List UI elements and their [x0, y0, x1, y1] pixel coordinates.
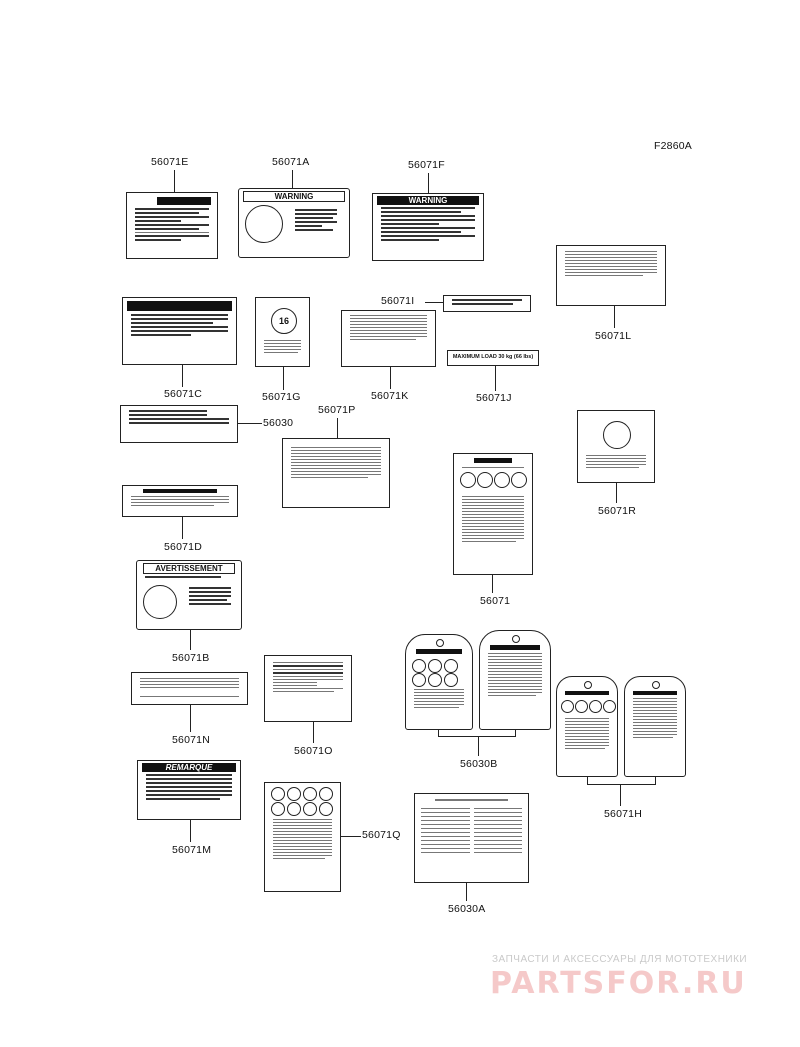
remarque-title: REMARQUE — [142, 763, 236, 772]
leader-line — [438, 730, 439, 736]
part-number-56071D[interactable]: 56071D — [164, 541, 202, 553]
decal-56071R[interactable] — [577, 410, 655, 483]
leader-line — [466, 883, 467, 901]
part-number-56030[interactable]: 56030 — [263, 417, 294, 429]
part-number-56030B[interactable]: 56030B — [460, 758, 498, 770]
leader-line — [283, 367, 284, 390]
decal-56030B-tag-english[interactable] — [479, 630, 551, 730]
leader-line — [182, 517, 183, 539]
leader-line — [438, 736, 516, 737]
leader-line — [292, 170, 293, 188]
decal-56071L[interactable] — [556, 245, 666, 306]
speed-limit-icon: 16 — [271, 308, 297, 334]
no-passenger-icon — [245, 205, 283, 243]
part-number-56071P[interactable]: 56071P — [318, 404, 356, 416]
leader-line — [492, 575, 493, 593]
decal-56071A[interactable]: WARNING — [238, 188, 350, 258]
decal-56071[interactable] — [453, 453, 533, 575]
part-number-56071L[interactable]: 56071L — [595, 330, 632, 342]
leader-line — [190, 705, 191, 732]
leader-line — [428, 173, 429, 193]
avertissement-title: AVERTISSEMENT — [143, 563, 235, 574]
leader-line — [587, 777, 588, 784]
decal-56071Q[interactable] — [264, 782, 341, 892]
leader-line — [182, 365, 183, 387]
leader-line — [587, 784, 656, 785]
watermark-subtitle: ЗАПЧАСТИ И АКСЕССУАРЫ ДЛЯ МОТОТЕХНИКИ — [492, 954, 748, 965]
decal-56071P[interactable] — [282, 438, 390, 508]
part-number-56071O[interactable]: 56071O — [294, 745, 333, 757]
part-number-56071B[interactable]: 56071B — [172, 652, 210, 664]
part-number-56071E[interactable]: 56071E — [151, 156, 189, 168]
leader-line — [616, 483, 617, 503]
part-number-56071H[interactable]: 56071H — [604, 808, 642, 820]
part-number-56071G[interactable]: 56071G — [262, 391, 301, 403]
decal-56071F[interactable]: WARNING — [372, 193, 484, 261]
symbol-icon — [603, 421, 631, 449]
warning-title: WARNING — [377, 196, 479, 205]
decal-56071O[interactable] — [264, 655, 352, 722]
leader-line — [390, 367, 391, 389]
leader-line — [515, 730, 516, 736]
leader-line — [425, 302, 443, 303]
decal-56071I[interactable] — [443, 295, 531, 312]
decal-56030A[interactable] — [414, 793, 529, 883]
decal-56071K[interactable] — [341, 310, 436, 367]
watermark-logo: PARTSFOR.RU — [490, 966, 747, 1001]
leader-line — [313, 722, 314, 743]
leader-line — [655, 777, 656, 784]
part-number-56071[interactable]: 56071 — [480, 595, 511, 607]
decal-56030B-tag-french[interactable] — [405, 634, 473, 730]
part-number-56071K[interactable]: 56071K — [371, 390, 409, 402]
part-number-56071Q[interactable]: 56071Q — [362, 829, 401, 841]
leader-line — [190, 820, 191, 842]
decal-56071D[interactable] — [122, 485, 238, 517]
decal-56071M[interactable]: REMARQUE — [137, 760, 241, 820]
leader-line — [337, 418, 338, 438]
part-number-56071A[interactable]: 56071A — [272, 156, 310, 168]
figure-id: F2860A — [654, 140, 692, 152]
decal-56071H-tag-2[interactable] — [624, 676, 686, 777]
part-number-56071R[interactable]: 56071R — [598, 505, 636, 517]
leader-line — [495, 366, 496, 391]
leader-line — [620, 784, 621, 806]
part-number-56071I[interactable]: 56071I — [381, 295, 415, 307]
leader-line — [341, 836, 361, 837]
no-passenger-icon — [143, 585, 177, 619]
leader-line — [478, 736, 479, 756]
decal-56071B[interactable]: AVERTISSEMENT — [136, 560, 242, 630]
part-number-56071F[interactable]: 56071F — [408, 159, 445, 171]
part-number-56071C[interactable]: 56071C — [164, 388, 202, 400]
decal-56071E[interactable] — [126, 192, 218, 259]
decal-56071H-tag-1[interactable] — [556, 676, 618, 777]
decal-56071G[interactable]: 16 — [255, 297, 310, 367]
leader-line — [614, 306, 615, 328]
leader-line — [238, 423, 262, 424]
leader-line — [174, 170, 175, 192]
decal-56071J[interactable]: MAXIMUM LOAD 30 kg (66 lbs) — [447, 350, 539, 366]
decal-56071C[interactable] — [122, 297, 237, 365]
warning-title: WARNING — [243, 191, 345, 202]
leader-line — [190, 630, 191, 650]
part-number-56071M[interactable]: 56071M — [172, 844, 212, 856]
part-number-56071N[interactable]: 56071N — [172, 734, 210, 746]
part-number-56030A[interactable]: 56030A — [448, 903, 486, 915]
part-number-56071J[interactable]: 56071J — [476, 392, 512, 404]
decal-56030[interactable] — [120, 405, 238, 443]
decal-56071N[interactable] — [131, 672, 248, 705]
